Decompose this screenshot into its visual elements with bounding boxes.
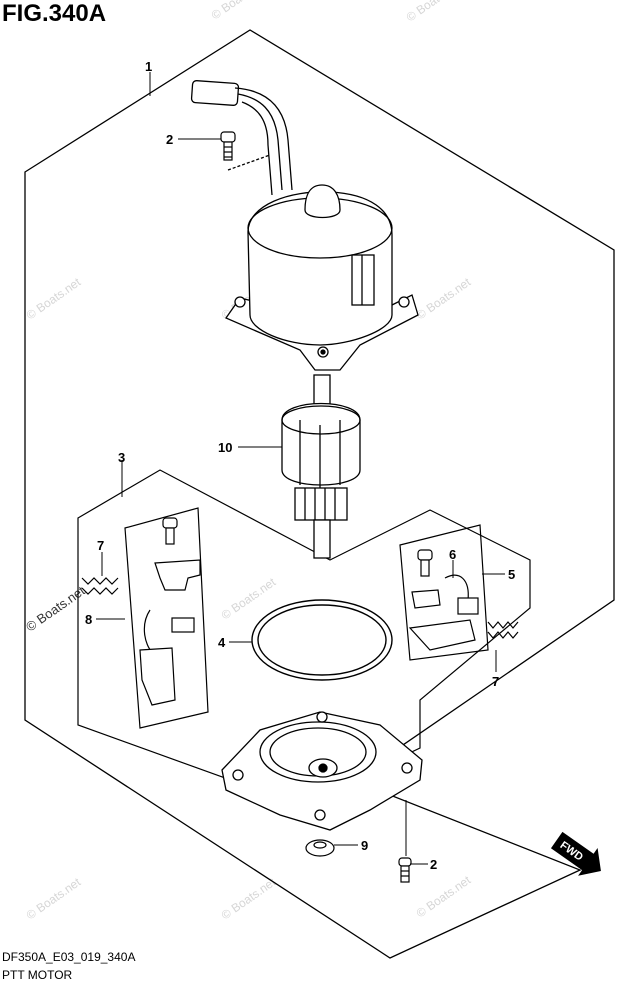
callout-3: 3 <box>118 450 125 465</box>
callout-4: 4 <box>218 635 226 650</box>
figure-name: PTT MOTOR <box>2 968 73 982</box>
callout-7-right: 7 <box>492 674 499 689</box>
screw-top <box>220 131 236 161</box>
watermark: © Boats.net <box>414 275 474 323</box>
armature <box>281 374 361 559</box>
callout-6: 6 <box>449 547 456 562</box>
spring-left <box>81 577 119 595</box>
leader-lines <box>96 72 505 865</box>
motor-housing <box>190 80 419 371</box>
brush-holder-left <box>124 507 209 729</box>
screw-bottom <box>398 857 412 883</box>
callout-10: 10 <box>218 440 232 455</box>
callout-9: 9 <box>361 838 368 853</box>
watermark: © Boats.net <box>24 875 84 923</box>
callout-1: 1 <box>145 59 152 74</box>
washer <box>305 839 335 857</box>
callout-5: 5 <box>508 567 515 582</box>
callout-8: 8 <box>85 612 92 627</box>
spring-right <box>487 621 519 639</box>
watermark: © Boats.net <box>414 873 474 921</box>
o-ring <box>251 599 393 681</box>
callout-2-bottom: 2 <box>430 857 437 872</box>
watermark: © Boats.net <box>209 0 269 22</box>
watermark: © Boats.net <box>404 0 464 24</box>
figure-code: DF350A_E03_019_340A <box>2 950 136 964</box>
watermark: © Boats.net <box>219 575 279 623</box>
watermark: © Boats.net <box>24 275 84 323</box>
watermark: © Boats.net <box>219 875 279 923</box>
fwd-arrow-icon: FWD <box>550 831 601 876</box>
figure-title: FIG.340A <box>2 0 107 27</box>
callout-2-top: 2 <box>166 132 173 147</box>
brush-holder-right <box>399 524 489 661</box>
end-frame <box>221 711 423 831</box>
callout-7-left: 7 <box>97 538 104 553</box>
